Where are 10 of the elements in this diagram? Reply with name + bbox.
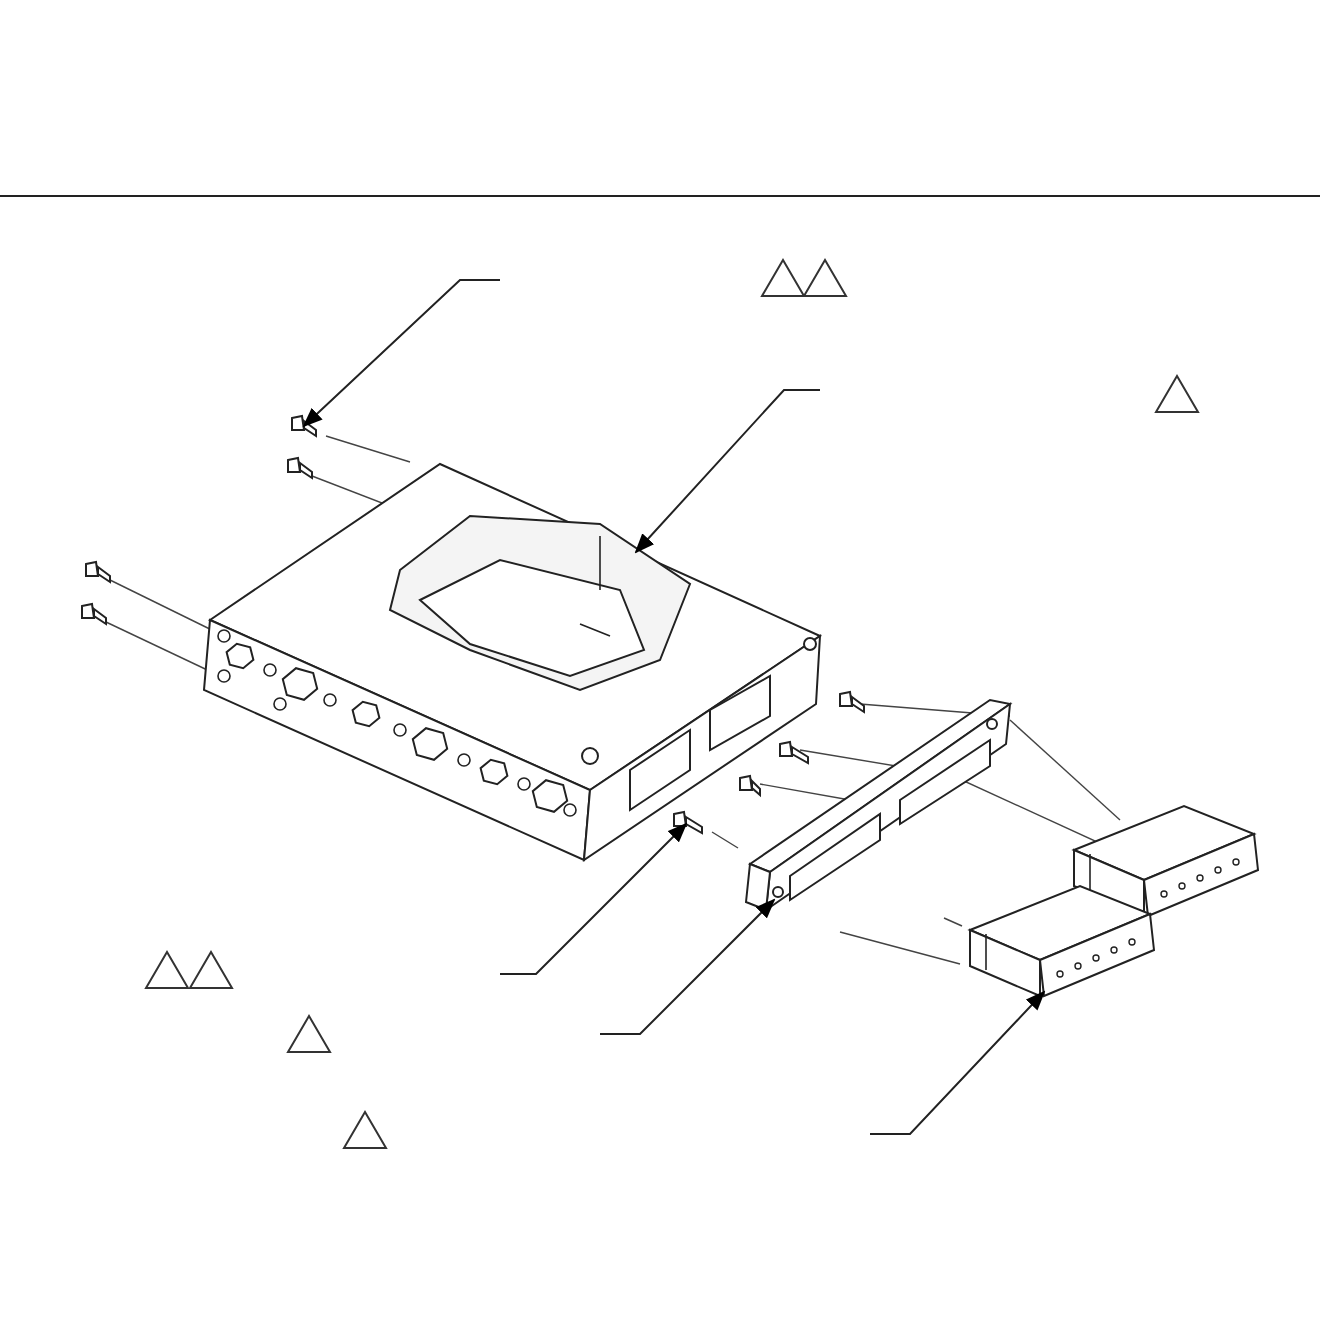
leader-line [634,389,821,554]
screw-drawing [673,810,703,835]
leader-line [599,898,776,1035]
mounting-rack-drawing [202,462,823,862]
screw-drawing [291,414,317,438]
leader-line [499,822,688,975]
connector-drawing [967,884,1156,998]
connector-frame-drawing [744,698,1013,913]
leader-line [869,990,1046,1135]
leader-line [302,279,501,428]
